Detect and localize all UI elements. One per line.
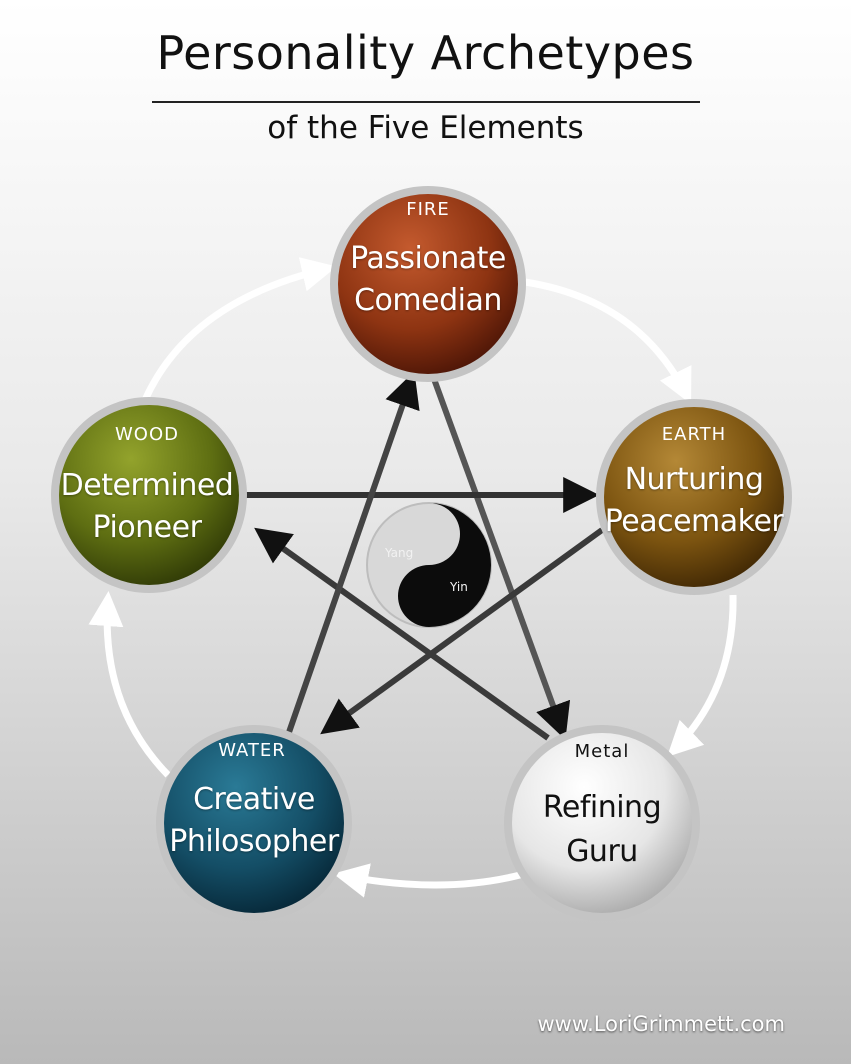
earth-circle	[596, 399, 792, 595]
water-archetype-line2: Philosopher	[169, 824, 339, 859]
cycle-arrow-water-to-wood	[88, 591, 171, 778]
fire-label: FIRE	[406, 199, 450, 220]
cycle-arrow-earth-to-metal	[667, 594, 737, 757]
fire-circle	[330, 186, 526, 382]
yin-label: Yin	[450, 580, 468, 594]
diagram-subtitle: of the Five Elements	[267, 110, 584, 146]
metal-archetype-line2: Guru	[566, 834, 638, 869]
title-underline	[152, 101, 700, 103]
earth-label: EARTH	[661, 424, 727, 445]
yang-label: Yang	[385, 546, 414, 560]
star-arrow-water-to-fire	[284, 371, 420, 739]
cycle-arrow-metal-to-water	[333, 863, 521, 898]
water-circle	[156, 725, 352, 921]
metal-archetype-line1: Refining	[542, 790, 662, 825]
water-archetype-line1: Creative	[193, 782, 315, 817]
cycle-arrow-wood-to-fire	[141, 257, 337, 402]
wood-label: WOOD	[115, 424, 179, 445]
fire-archetype-line1: Passionate	[350, 241, 506, 276]
metal-circle	[504, 725, 700, 921]
metal-label: Metal	[574, 741, 630, 762]
star-arrow-fire-to-metal	[427, 366, 571, 740]
yin-yang-icon	[366, 502, 492, 628]
wood-circle	[51, 397, 247, 593]
wood-archetype-line1: Determined	[60, 468, 234, 503]
fire-archetype-line2: Comedian	[354, 283, 502, 318]
earth-archetype-line1: Nurturing	[624, 462, 764, 497]
wood-archetype-line2: Pioneer	[92, 510, 202, 545]
website-credit: www.LoriGrimmett.com	[537, 1012, 786, 1036]
earth-archetype-line2: Peacemaker	[604, 504, 784, 539]
water-label: WATER	[218, 740, 286, 761]
star-arrow-earth-to-water	[320, 527, 604, 735]
diagram-title: Personality Archetypes	[156, 26, 695, 80]
star-arrow-metal-to-wood	[254, 527, 550, 741]
cycle-arrow-fire-to-earth	[524, 278, 692, 405]
